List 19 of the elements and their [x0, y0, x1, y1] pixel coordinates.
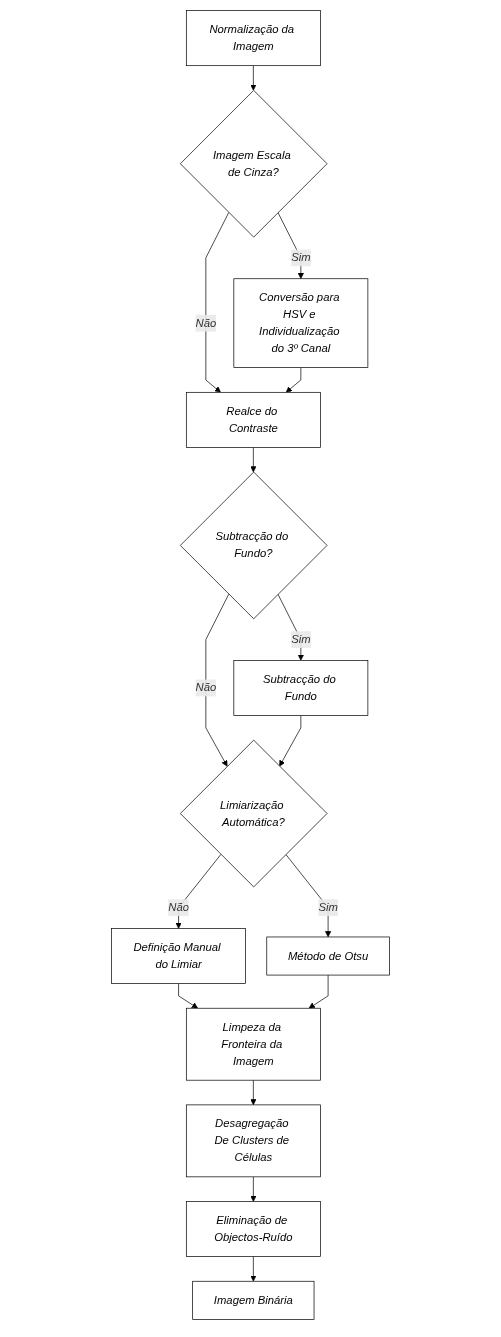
edge-label: Sim — [291, 633, 311, 646]
node-diamond: Limiarização Automática? — [179, 739, 328, 888]
node-box: Normalização da Imagem — [185, 10, 321, 67]
node-diamond: Imagem Escala de Cinza? — [179, 90, 328, 238]
node-box: Realce do Contraste — [185, 391, 321, 448]
node-box: Método de Otsu — [266, 936, 390, 976]
edge-label: Não — [195, 681, 217, 694]
node-box: Subtracção do Fundo — [233, 660, 369, 716]
edge-label: Sim — [318, 901, 338, 914]
node-box: Desagregação De Clusters de Células — [185, 1104, 321, 1178]
edge-label: Sim — [291, 251, 311, 264]
node-box: Imagem Binária — [192, 1280, 315, 1320]
edge-label: Não — [168, 901, 189, 914]
node-box: Eliminação de Objectos-Ruído — [185, 1201, 321, 1257]
node-box: Conversão para HSV e Individualização do 3º Canal — [233, 278, 369, 368]
node-box: Definição Manual do Limiar — [111, 928, 246, 984]
edge-label: Não — [195, 316, 217, 329]
node-box: Limpeza da Fronteira da Imagem — [185, 1007, 321, 1081]
node-diamond: Subtracção do Fundo? — [179, 471, 328, 620]
